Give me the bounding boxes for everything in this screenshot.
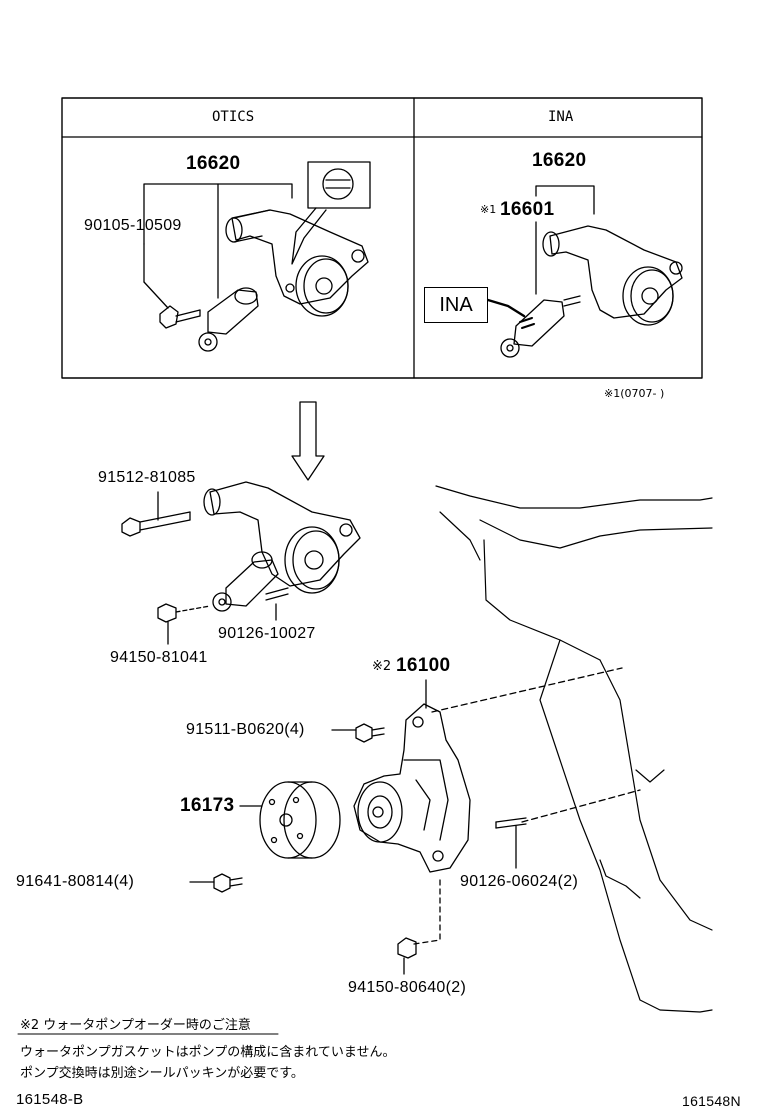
ina-mark: ※1	[480, 203, 497, 216]
variant-table	[61, 97, 703, 379]
down-arrow	[291, 401, 325, 481]
ina-sub-part-label: 16601	[500, 199, 555, 220]
otics-bolt-label: 90105-10509	[84, 217, 182, 234]
water-pump-drawing	[331, 667, 641, 975]
pump-mark: ※2	[372, 659, 392, 674]
ina-header: INA	[548, 109, 574, 125]
engine-block-outline	[435, 485, 713, 1013]
assembled-tensioner-drawing	[121, 481, 361, 645]
otics-header: OTICS	[212, 109, 255, 125]
pulley-drawing	[189, 781, 341, 893]
ina-tensioner-label: 16620	[532, 150, 587, 171]
footer-right-code: 161548N	[682, 1093, 741, 1109]
water-pump-label: 16100	[396, 655, 451, 676]
bolt-long-label: 91512-81085	[98, 469, 196, 486]
note-line-1: ウォータポンプガスケットはポンプの構成に含まれていません。	[20, 1045, 396, 1060]
pulley-label: 16173	[180, 795, 235, 816]
otics-tensioner-label: 16620	[186, 153, 241, 174]
nut-small-label: 94150-81041	[110, 649, 208, 666]
nut-pump-label: 94150-80640(2)	[348, 979, 467, 996]
ina-tensioner-drawing	[486, 185, 683, 358]
footnote-1: ※1(0707- )	[604, 387, 665, 400]
pump-bolt-label: 91511-B0620(4)	[186, 721, 305, 738]
note-heading: ※2 ウォータポンプオーダー時のご注意	[20, 1018, 251, 1033]
ina-tag: INA	[424, 287, 488, 323]
note-line-2: ポンプ交換時は別途シールパッキンが必要です。	[20, 1066, 304, 1081]
pulley-bolt-label: 91641-80814(4)	[16, 873, 135, 890]
stud-pump-label: 90126-06024(2)	[460, 873, 579, 890]
stud-small-label: 90126-10027	[218, 625, 316, 642]
footer-left-code: 161548-B	[16, 1091, 84, 1108]
otics-tensioner-drawing	[143, 161, 371, 352]
